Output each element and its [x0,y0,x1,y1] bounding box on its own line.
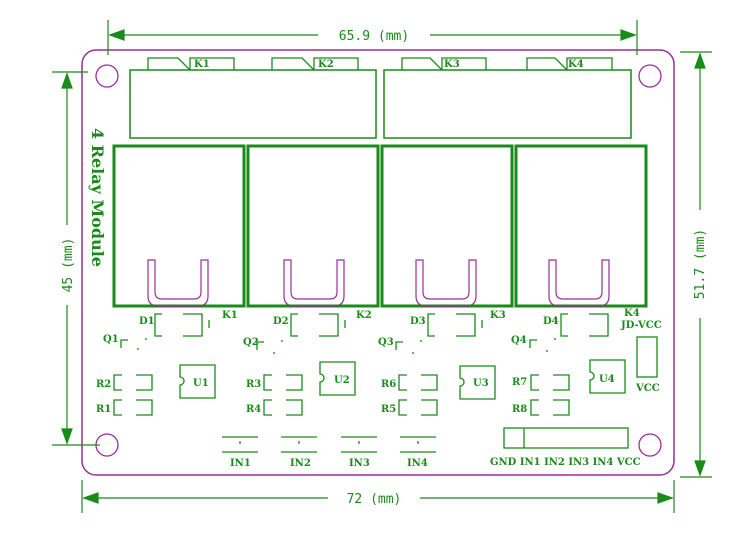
dimension-top [107,20,638,55]
board-title: 4 Relay Module [88,128,107,267]
board-outline [81,49,675,476]
relay-label-k3: K3 [490,310,506,321]
chip-label-u2: U2 [334,375,350,386]
dimension-top-label: 65.9 (mm) [339,29,409,44]
input-label-in2: IN2 [290,458,311,469]
diode-label-d4: D4 [543,316,559,327]
resistor-footprints [113,374,570,416]
input-header [503,427,629,449]
dimension-right-label: 51.7 (mm) [693,229,708,299]
resistor-label-r4: R4 [246,404,261,415]
input-header-pins: GND IN1 IN2 IN3 IN4 VCC [490,457,641,468]
diode-label-d2: D2 [273,316,289,327]
dimension-left-label: 45 (mm) [61,238,76,293]
resistor-label-r7: R7 [512,377,527,388]
terminal-label-k4: K4 [568,59,584,70]
terminal-block-left [129,69,377,139]
transistor-label-q2: Q2 [243,337,259,348]
resistor-label-r8: R8 [512,404,527,415]
relay-label-k2: K2 [356,310,372,321]
terminal-block-right [383,69,632,139]
transistor-footprints [120,338,556,354]
mounting-hole [95,64,119,88]
mounting-hole [638,433,662,457]
input-label-in4: IN4 [407,458,428,469]
transistor-label-q4: Q4 [511,335,527,346]
terminal-tabs [147,57,613,71]
dimension-right [680,51,712,478]
chip-label-u1: U1 [193,378,209,389]
chip-label-u3: U3 [473,378,489,389]
transistor-label-q3: Q3 [378,337,394,348]
vcc-label: VCC [635,383,660,394]
terminal-label-k3: K3 [444,59,460,70]
resistor-label-r5: R5 [381,404,396,415]
relays [112,144,648,308]
chip-footprints [179,359,626,400]
resistor-label-r1: R1 [96,404,111,415]
dimension-left [52,71,100,446]
relay-label-k4: K4 [624,308,640,319]
resistor-label-r6: R6 [381,379,396,390]
terminal-label-k1: K1 [194,59,210,70]
diode-label-d1: D1 [139,316,155,327]
resistor-label-r2: R2 [96,379,111,390]
resistor-label-r3: R3 [246,379,261,390]
input-label-in3: IN3 [349,458,370,469]
relay-pin-outlines [147,259,610,307]
diode-footprints [154,313,609,337]
relay-label-k1: K1 [222,310,238,321]
terminal-label-k2: K2 [318,59,334,70]
dimension-bottom-label: 72 (mm) [347,492,402,507]
mounting-hole [638,64,662,88]
jumper-header [636,336,658,378]
input-label-in1: IN1 [230,458,251,469]
diode-label-d3: D3 [410,316,426,327]
dimension-bottom [81,480,675,513]
jumper-label: JD-VCC [620,320,662,331]
input-footprints [222,436,436,453]
chip-label-u4: U4 [599,374,615,385]
transistor-label-q1: Q1 [103,334,119,345]
